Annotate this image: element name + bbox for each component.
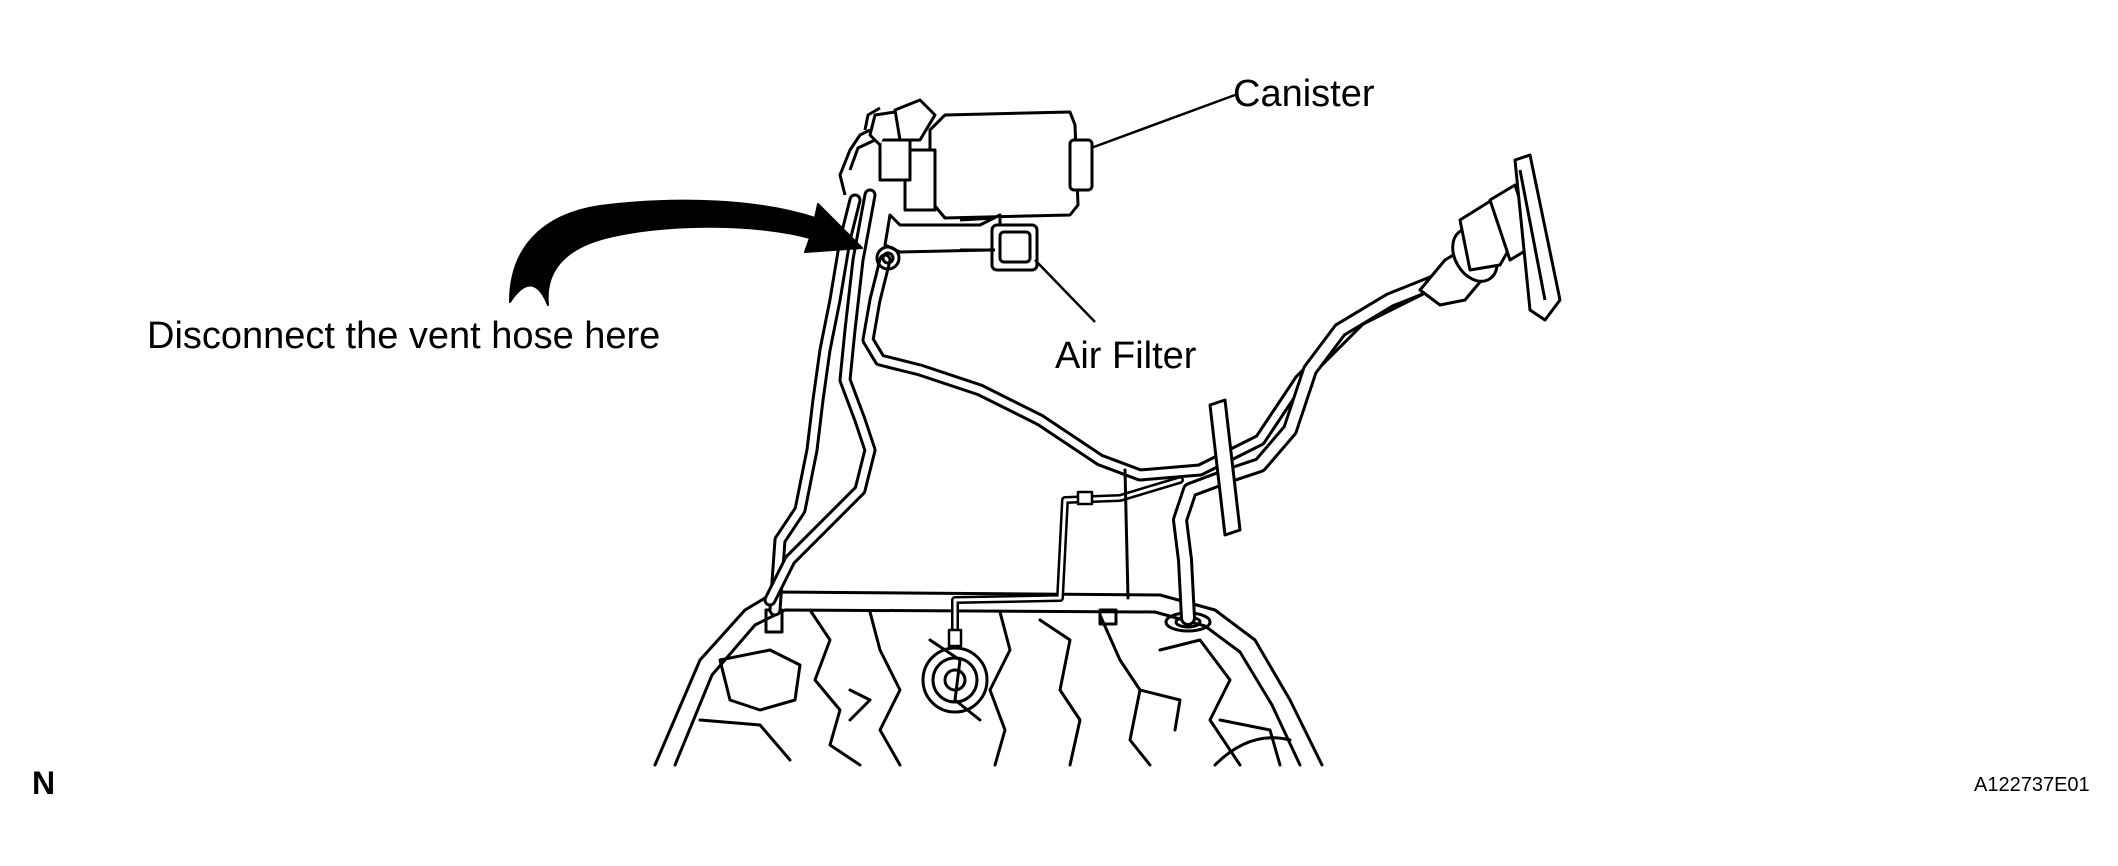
filler-neck [1418, 153, 1562, 322]
vent-hoses [763, 188, 1448, 649]
view-marker-label: N [32, 765, 56, 801]
curved-arrow-icon [509, 199, 863, 306]
canister-leader-line [1090, 93, 1236, 150]
disconnect-note-label: Disconnect the vent hose here [147, 315, 661, 357]
air-filter-label: Air Filter [1055, 335, 1197, 377]
fuel-tank [653, 590, 1324, 767]
leader-lines [1034, 93, 1236, 323]
canister-label: Canister [1233, 73, 1375, 115]
figure-code-label: A122737E01 [1974, 774, 2090, 796]
air-filter-leader-line [1034, 259, 1096, 323]
canister-unit [838, 98, 1094, 272]
vent-hose-connection [875, 245, 901, 271]
